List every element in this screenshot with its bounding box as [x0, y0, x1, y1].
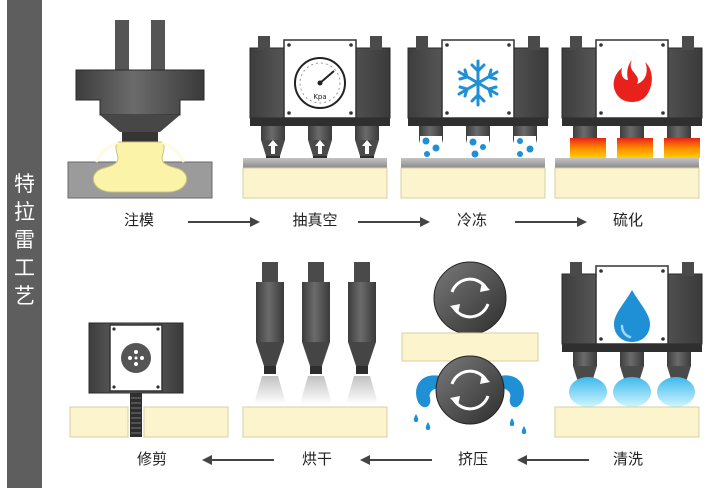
pressure-gauge-icon: Kpa: [294, 57, 346, 109]
label-freeze: 冷冻: [457, 211, 487, 229]
step-dry: [242, 262, 388, 438]
arrow-wash-to-squeeze: [516, 454, 590, 466]
step-trim: [69, 322, 229, 438]
step-wash: [554, 262, 702, 438]
label-vacuum: 抽真空: [292, 211, 337, 229]
snowflake-icon: [457, 59, 499, 107]
arrow-dry-to-trim: [201, 454, 275, 466]
sidebar: 特拉雷工艺: [7, 0, 42, 488]
label-injection: 注模: [124, 211, 154, 229]
arrow-injection-to-vacuum: [187, 216, 261, 228]
step-squeeze: [401, 261, 539, 434]
sidebar-title: 特拉雷工艺: [14, 172, 35, 308]
step-vulcanize: [554, 36, 702, 199]
step-vacuum: Kpa: [242, 36, 390, 199]
arrow-squeeze-to-dry: [359, 454, 433, 466]
label-vulcanize: 硫化: [613, 211, 643, 229]
arrow-vacuum-to-freeze: [357, 216, 431, 228]
arrow-freeze-to-vulcanize: [514, 216, 588, 228]
label-squeeze: 挤压: [458, 450, 488, 468]
step-injection: [67, 20, 213, 199]
label-dry: 烘干: [302, 450, 332, 468]
crosshair-icon: [121, 343, 151, 373]
step-freeze: [400, 36, 548, 199]
flame-icon: [613, 60, 652, 102]
gauge-unit: Kpa: [313, 93, 326, 101]
label-trim: 修剪: [137, 450, 167, 468]
label-wash: 清洗: [613, 450, 643, 468]
